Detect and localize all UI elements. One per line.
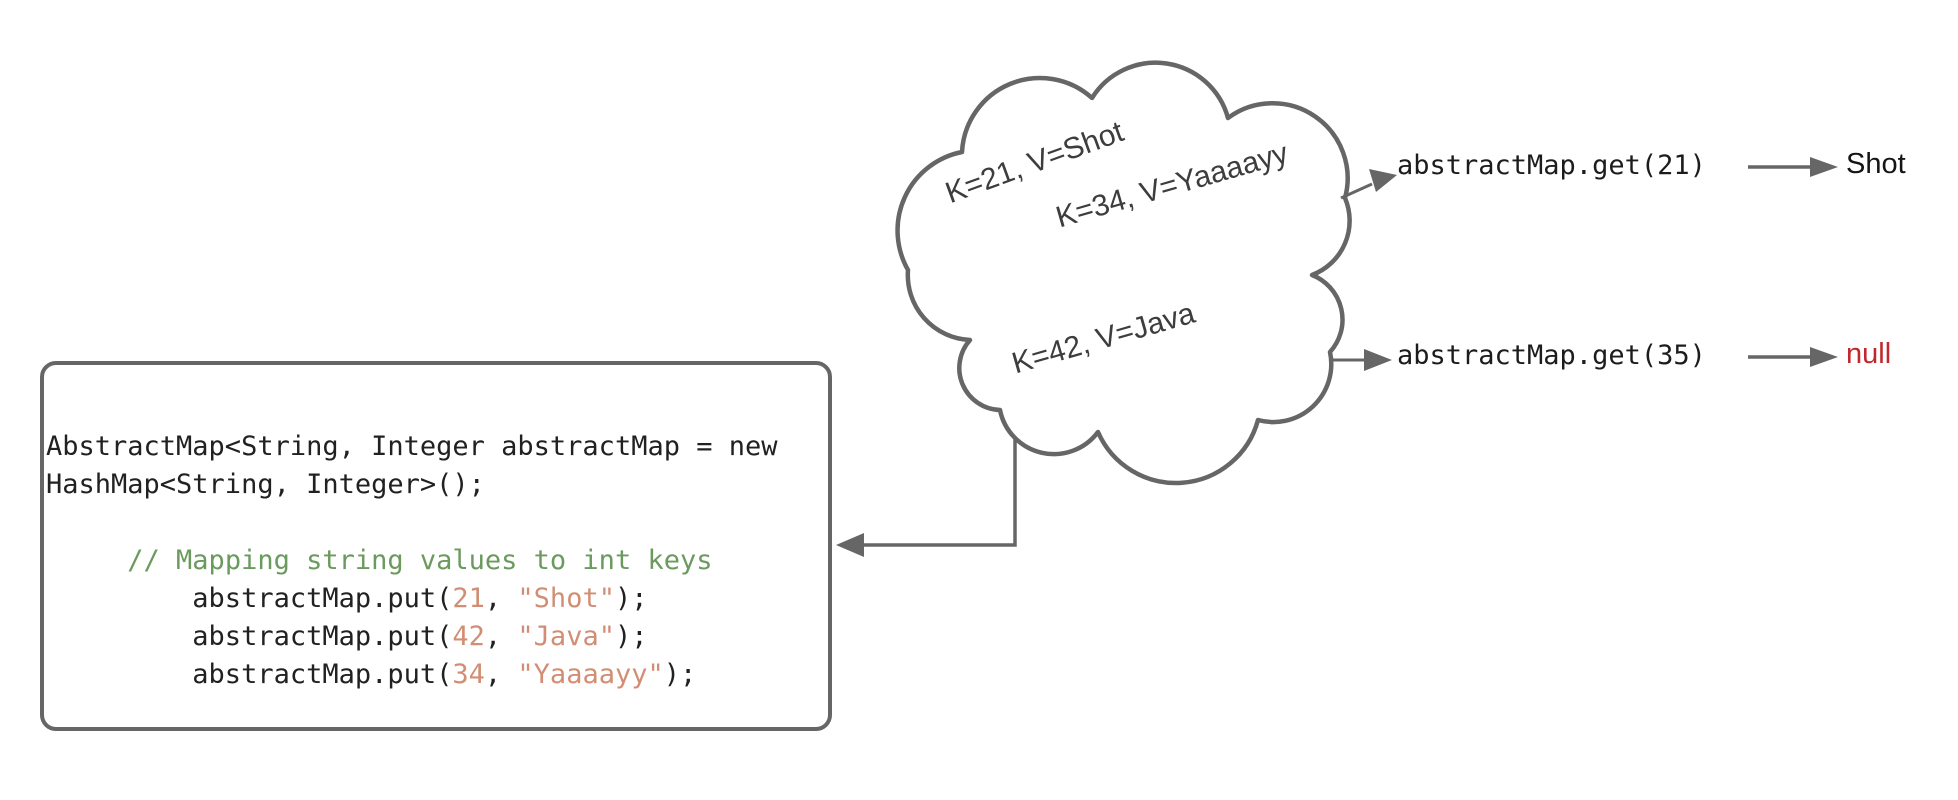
- cloud-shape: [895, 60, 1352, 486]
- code-box: [40, 361, 832, 731]
- cloud-to-code-arrowhead-icon: [836, 533, 864, 557]
- get21-result: Shot: [1846, 148, 1906, 180]
- get35-result: null: [1846, 338, 1892, 370]
- cloud-to-get35-arrowhead-icon: [1364, 349, 1392, 371]
- get21-result-arrowhead-icon: [1810, 157, 1838, 177]
- get35-expression: abstractMap.get(35): [1397, 340, 1706, 371]
- code-block: AbstractMap<String, Integer abstractMap …: [46, 431, 778, 690]
- get35-result-arrowhead-icon: [1810, 347, 1838, 367]
- cloud-to-get21-line: [1340, 182, 1373, 200]
- get21-expression: abstractMap.get(21): [1397, 150, 1706, 181]
- cloud-to-code-connector-line: [860, 425, 1017, 547]
- cloud-to-get21-arrowhead-icon: [1369, 169, 1397, 192]
